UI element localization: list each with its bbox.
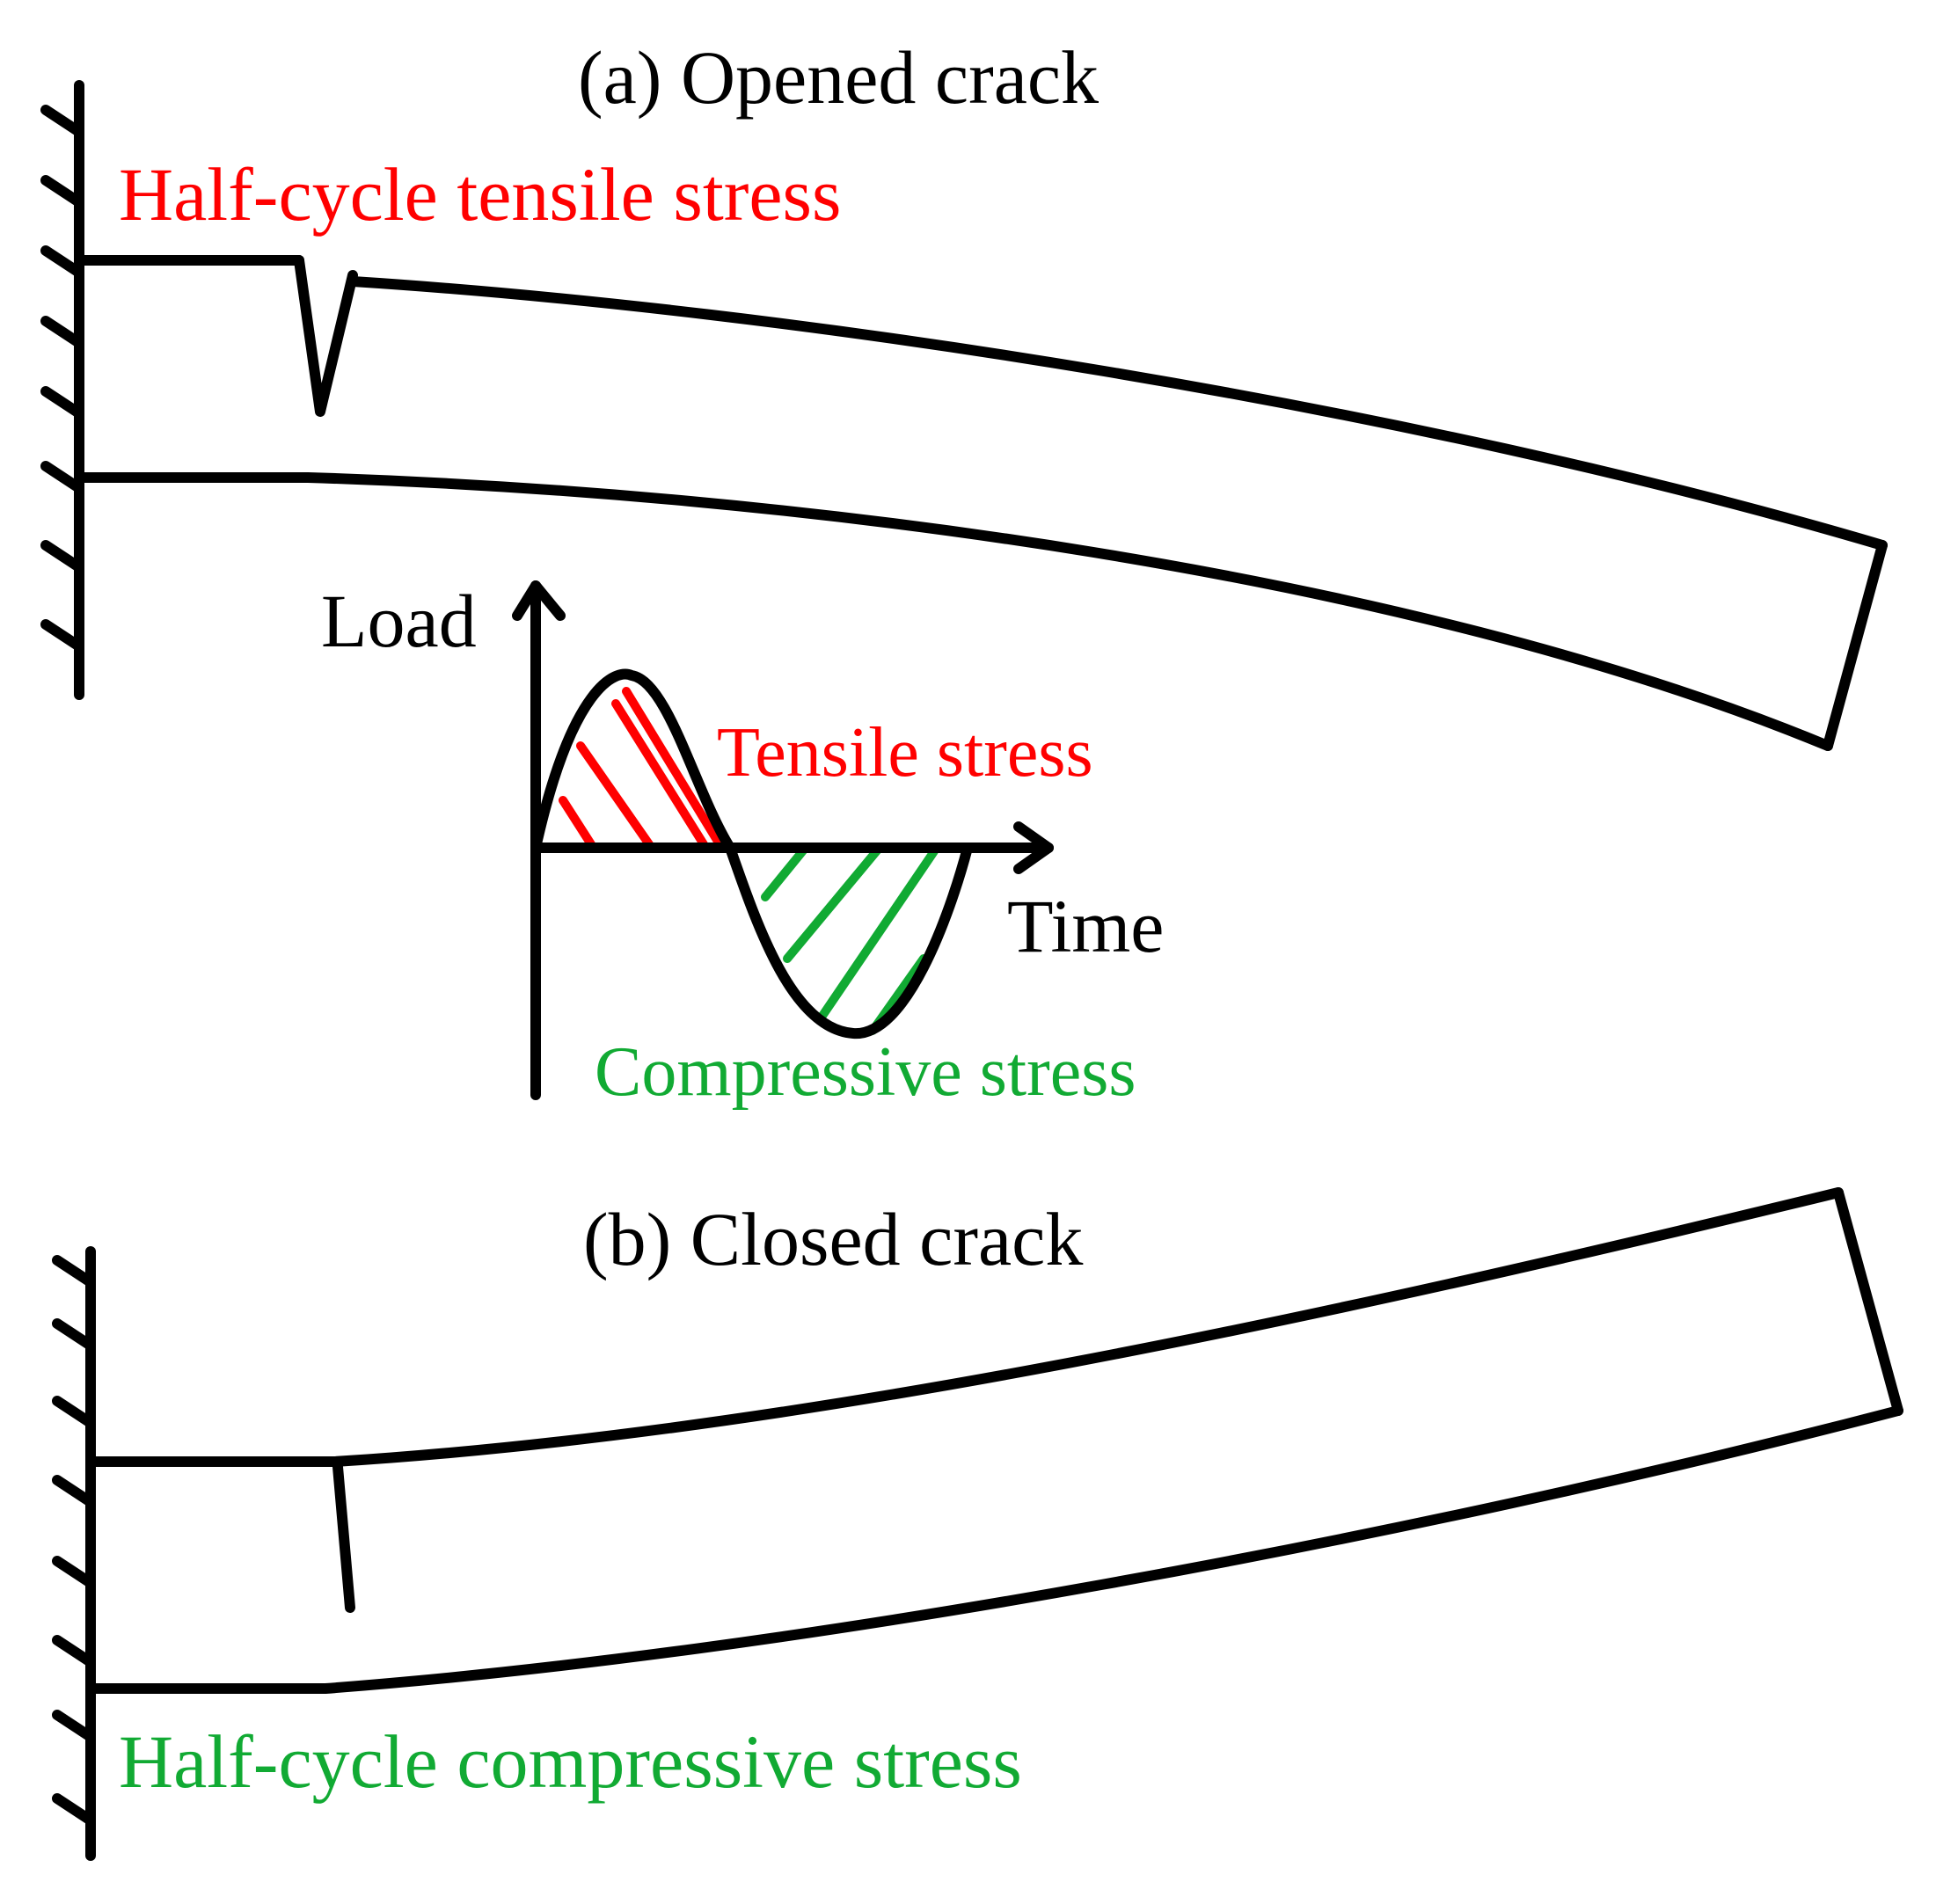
compressive-hatch-line [761,845,808,901]
panel-a-wall-hatch [40,316,84,348]
tensile-hatch-line [559,796,595,849]
panel-b-wall-hatch [52,1475,96,1507]
panel-b-fixed-support [52,1246,96,1861]
load-time-plot: Load Time Tensile stress Compressive str… [321,579,1164,1111]
panel-a: (a) Opened crack Half-cycle tensile stre… [40,35,1888,751]
tensile-hatch-line [576,741,654,849]
plot-axes [512,580,1054,1100]
panel-a-wall-hatch [40,461,84,493]
compressive-hatch-line [818,847,939,1020]
panel-a-stress-label: Half-cycle tensile stress [119,152,841,237]
panel-b-stress-label: Half-cycle compressive stress [119,1719,1022,1804]
load-axis-label: Load [321,579,477,663]
load-axis-arrow-icon [512,580,566,621]
panel-b-wall-hatch [52,1255,96,1288]
panel-b-beam-top-edge [85,1187,1844,1467]
panel-b-wall-hatch [52,1635,96,1667]
panel-a-wall-hatch [40,540,84,573]
compressive-hatch-line [783,845,882,963]
tensile-hatching [559,687,724,849]
panel-a-title: (a) Opened crack [578,35,1099,120]
panel-a-beam-top-edge-deflected [347,276,1888,551]
panel-b-beam-end [1833,1187,1903,1416]
panel-a-wall-hatch [40,619,84,652]
panel-b: (b) Closed crack Half-cycle compressive … [52,1187,1903,1861]
panel-b-beam-bottom-edge [85,1405,1903,1694]
panel-b-wall-hatch [52,1318,96,1351]
panel-b-wall-hatch [52,1710,96,1742]
panel-b-title: (b) Closed crack [583,1197,1083,1281]
panel-b-wall-hatch [52,1396,96,1428]
panel-b-wall-hatch [52,1556,96,1588]
panel-a-beam-end [1823,540,1888,751]
panel-a-wall-hatch [40,175,84,208]
tensile-hatch-line [622,687,724,849]
tensile-hatch-line [611,699,708,849]
compressive-hatching [761,845,939,1035]
panel-b-beam [85,1187,1903,1694]
compressive-stress-label: Compressive stress [595,1033,1136,1111]
tensile-stress-label: Tensile stress [717,714,1093,792]
panel-a-wall-hatch [40,386,84,419]
time-axis-label: Time [1007,884,1164,968]
panel-a-beam [74,255,1888,751]
panel-a-fixed-support [40,80,84,700]
load-sine-curve [530,668,973,1040]
time-axis-arrow-icon [1013,821,1054,874]
panel-b-wall-hatch [52,1793,96,1826]
panel-a-wall-hatch [40,245,84,278]
panel-a-wall-hatch [40,105,84,137]
panel-b-closed-crack [332,1462,355,1613]
panel-a-open-crack [294,255,358,417]
panel-a-beam-bottom-edge [74,472,1833,751]
